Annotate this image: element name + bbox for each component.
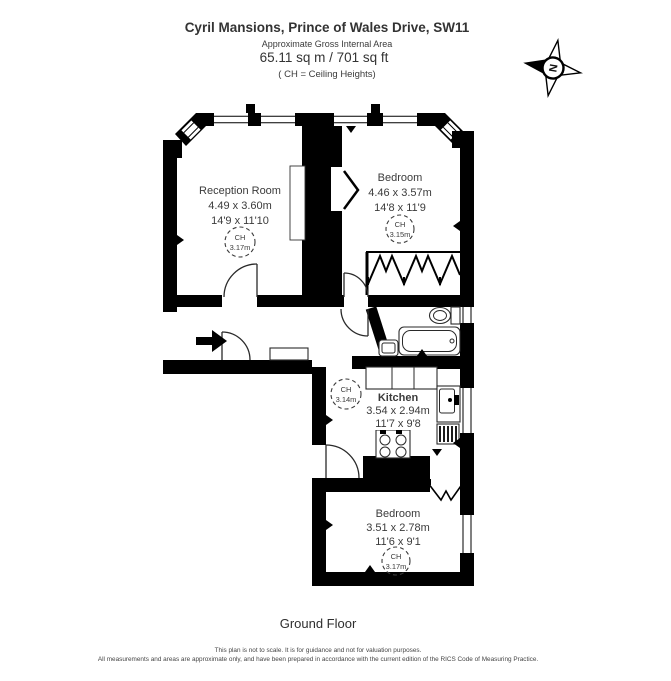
- bathtub-icon: [398, 326, 461, 356]
- drainer-icon: [436, 423, 460, 445]
- bedroom2-label: Bedroom 3.51 x 2.78m 11'6 x 9'1 CH 3.17m: [366, 508, 430, 576]
- fireplace-icon: [331, 167, 360, 211]
- sink-icon: [436, 385, 461, 423]
- ch-value: 3.14m: [336, 395, 357, 404]
- toilet-icon: [428, 306, 461, 325]
- ch-value: 3.17m: [386, 562, 407, 571]
- floor-label: Ground Floor: [280, 616, 357, 631]
- ceiling-height-badge: [224, 226, 256, 258]
- bedroom1-door-icon: [343, 272, 369, 298]
- bay-window-icon: [181, 120, 201, 140]
- area-subtitle: Approximate Gross Internal Area: [262, 39, 393, 49]
- compass-north-icon: N: [523, 38, 583, 98]
- ch-value: 3.17m: [230, 243, 251, 252]
- hall-cupboard: [269, 347, 309, 361]
- label-backing: [363, 390, 435, 430]
- room-metric: 4.46 x 3.57m: [368, 187, 432, 199]
- ch-label: CH: [395, 220, 406, 229]
- alcove-cupboard: [289, 165, 306, 241]
- ch-label: CH: [341, 385, 352, 394]
- doors: [221, 263, 369, 479]
- bedroom2-door-icon: [325, 444, 360, 479]
- closet-doors-icon: [425, 479, 466, 502]
- bathroom-door-icon: [340, 308, 369, 337]
- room-name: Bedroom: [378, 172, 423, 184]
- entrance-door-icon: [221, 331, 251, 361]
- kitchen-label: CH 3.14m Kitchen 3.54 x 2.94m 11'7 x 9'8: [330, 378, 435, 430]
- header: Cyril Mansions, Prince of Wales Drive, S…: [185, 20, 470, 80]
- compass-n-label: N: [547, 63, 560, 73]
- wall-ticks: [177, 126, 460, 572]
- disclaimer-line2: All measurements and areas are approxima…: [98, 656, 539, 663]
- room-name: Reception Room: [199, 185, 281, 197]
- basin-icon: [378, 339, 399, 357]
- room-metric: 3.51 x 2.78m: [366, 522, 430, 534]
- ceiling-height-badge: [385, 214, 415, 244]
- ch-label: CH: [391, 552, 402, 561]
- entrance-arrow-icon: [196, 330, 227, 352]
- stove-icon: [375, 429, 411, 459]
- area-value: 65.11 sq m / 701 sq ft: [260, 50, 389, 65]
- room-imperial: 14'9 x 11'10: [211, 215, 269, 227]
- page-title: Cyril Mansions, Prince of Wales Drive, S…: [185, 20, 470, 35]
- chimney-breast: [363, 456, 430, 492]
- room-name: Kitchen: [378, 392, 419, 404]
- ch-label: CH: [235, 233, 246, 242]
- ceiling-height-badge: [330, 378, 362, 410]
- ch-note: ( CH = Ceiling Heights): [278, 69, 375, 80]
- room-name: Bedroom: [376, 508, 421, 520]
- kitchen-counter: [365, 366, 438, 390]
- ceiling-height-badge: [381, 546, 411, 576]
- room-imperial: 11'6 x 9'1: [375, 536, 421, 548]
- reception-room-label: Reception Room 4.49 x 3.60m 14'9 x 11'10…: [199, 185, 281, 258]
- reception-door-icon: [223, 263, 258, 298]
- disclaimer-line1: This plan is not to scale. It is for gui…: [215, 647, 422, 654]
- room-metric: 3.54 x 2.94m: [366, 405, 430, 417]
- ch-value: 3.15m: [390, 230, 411, 239]
- room-imperial: 14'8 x 11'9: [374, 202, 426, 214]
- footer: Ground Floor This plan is not to scale. …: [98, 616, 539, 663]
- window-icon: [214, 113, 417, 126]
- bedroom1-label: Bedroom 4.46 x 3.57m 14'8 x 11'9 CH 3.15…: [368, 172, 432, 244]
- room-imperial: 11'7 x 9'8: [375, 418, 421, 430]
- walls: [163, 104, 474, 586]
- room-metric: 4.49 x 3.60m: [208, 200, 272, 212]
- wardrobe-icon: [365, 251, 462, 295]
